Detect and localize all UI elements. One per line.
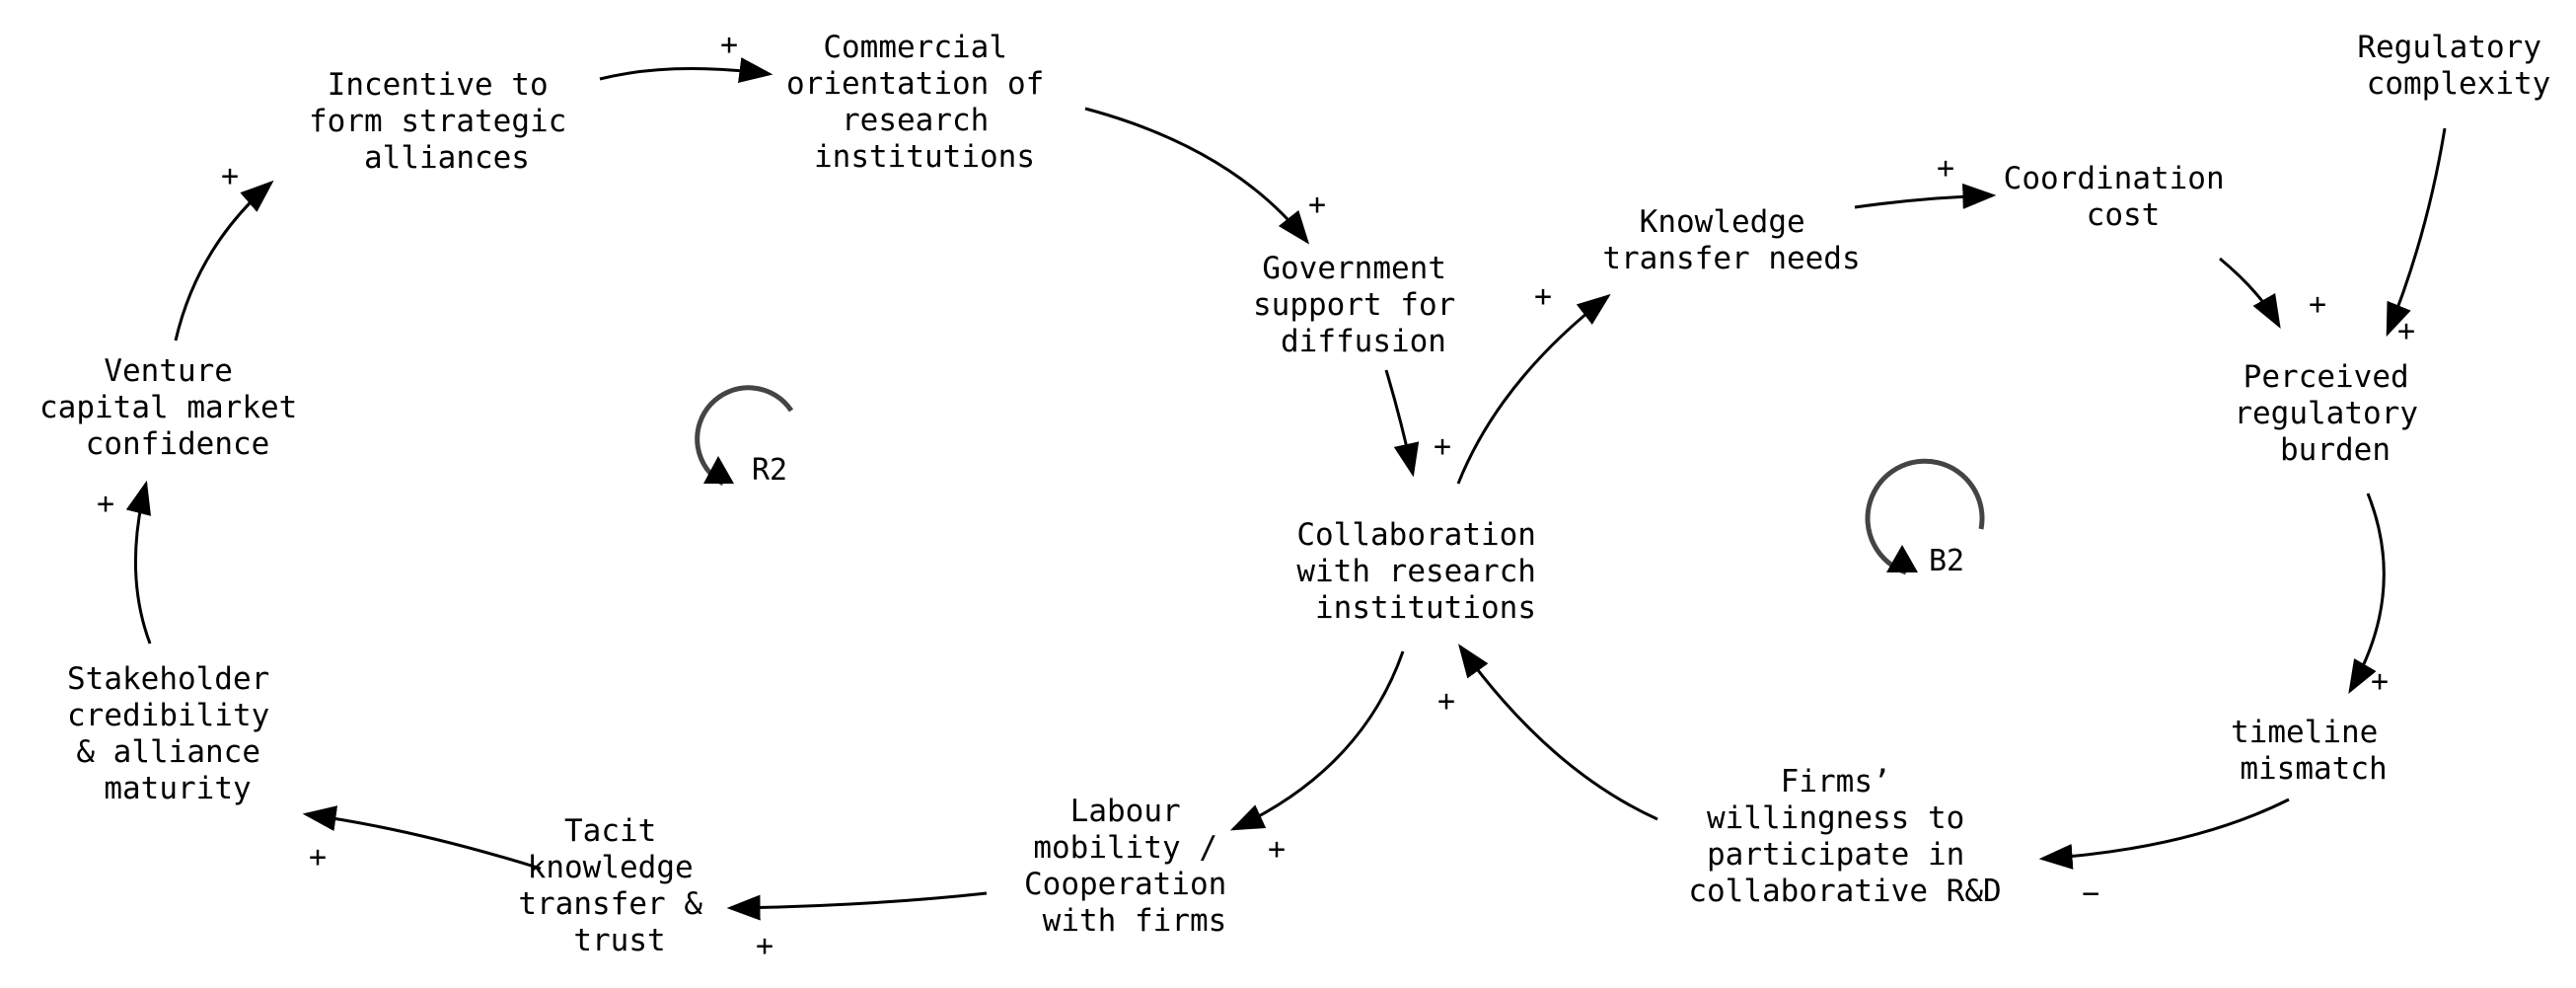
edge-collaboration-to-labour [1229,650,1405,831]
loop-b2-arrowhead [1886,545,1918,572]
polarity-stakeholder-venture: + [97,487,114,521]
edge-tacit-to-stakeholder [302,805,542,871]
node-firms: Firms’ willingness to participate in col… [1688,764,2001,909]
polarity-tacit-stakeholder: + [309,840,327,874]
loop-r2-arc [695,385,794,487]
node-knowledge-needs: Knowledge transfer needs [1602,204,1860,276]
node-coordination: Coordination cost [2004,161,2244,233]
loop-b2-arc [1865,458,1985,575]
node-timeline: timeline mismatch [2231,715,2396,787]
edge-timeline-to-firms [2038,798,2290,870]
edge-complexity-to-burden [2386,127,2447,338]
edge-stakeholder-to-venture [125,480,152,645]
node-collaboration: Collaboration with research institutions [1296,517,1554,626]
polarity-incentive-commercial: + [720,28,738,62]
node-regulatory-complexity: Regulatory complexity [2357,30,2559,102]
edge-firms-to-collaboration [1458,644,1658,821]
node-perceived-burden: Perceived regulatory burden [2234,359,2436,468]
edge-burden-to-timeline [2348,493,2386,694]
node-venture: Venture capital market confidence [39,353,316,462]
edge-commercial-to-government [1084,107,1310,245]
polarity-burden-timeline: + [2371,664,2389,699]
loop-r2-arrowhead [703,456,734,484]
node-tacit: Tacit knowledge transfer & trust [518,813,720,958]
node-labour: Labour mobility / Cooperation with firms [1024,794,1245,939]
loop-b2: B2 [1865,458,1985,578]
loop-b2-label: B2 [1929,544,1964,578]
polarity-collaboration-knowledge: + [1534,279,1552,314]
node-government: Government support for diffusion [1253,251,1474,359]
edge-knowledge-needs-to-coordination [1854,183,1997,209]
edge-labour-to-tacit [726,891,988,921]
polarity-labour-tacit: + [756,929,773,963]
polarity-complexity-burden: + [2397,314,2415,348]
node-incentive: Incentive to form strategic alliances [309,67,585,176]
loop-r2-label: R2 [752,453,787,488]
polarity-commercial-government: + [1308,188,1326,222]
polarity-venture-incentive: + [221,159,239,193]
loop-r2: R2 [695,385,794,488]
node-commercial: Commercial orientation of research insti… [786,30,1063,175]
polarity-knowledge-coordination: + [1937,151,1954,186]
edge-venture-to-incentive [174,180,274,342]
edge-collaboration-to-knowledge-needs [1456,293,1611,485]
polarity-government-collaboration: + [1434,429,1451,464]
polarity-collaboration-labour: + [1268,832,1286,867]
polarity-timeline-firms: − [2082,876,2099,911]
node-stakeholder: Stakeholder credibility & alliance matur… [67,661,288,806]
edge-coordination-to-burden [2219,257,2281,329]
edge-incentive-to-commercial [599,57,773,83]
edge-government-to-collaboration [1384,369,1420,478]
polarity-coordination-burden: + [2309,287,2326,322]
polarity-firms-collaboration: + [1437,684,1455,719]
